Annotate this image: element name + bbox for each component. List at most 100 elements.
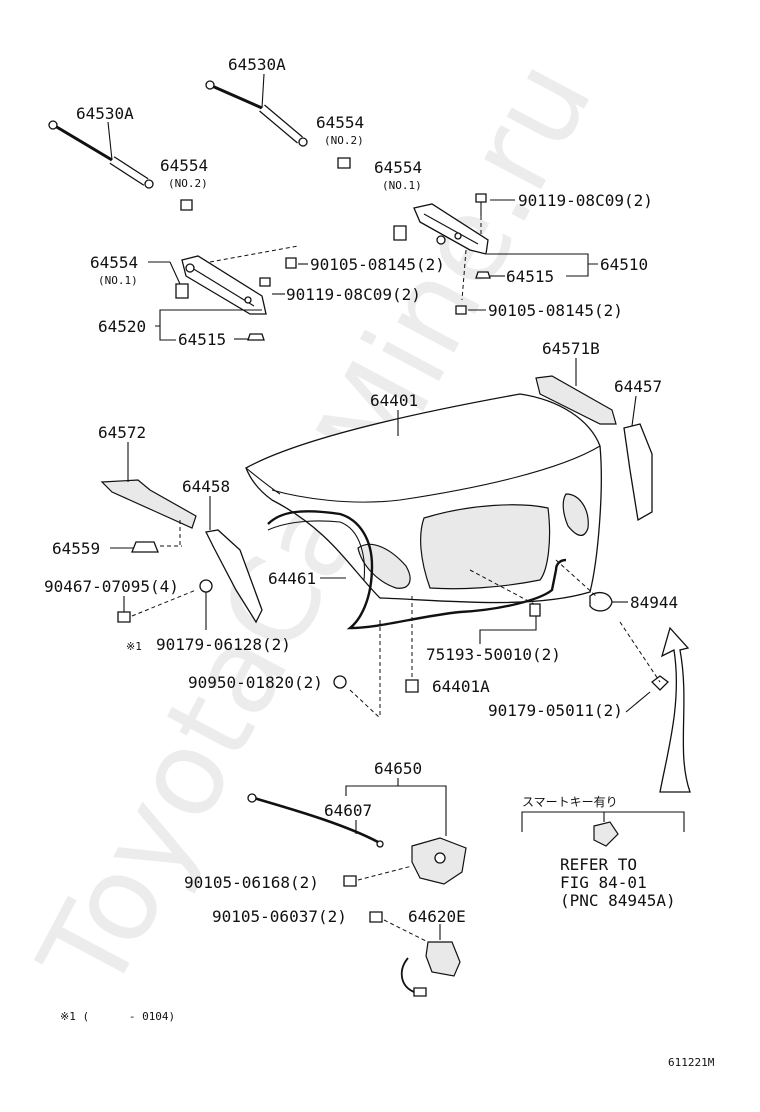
label-64401: 64401 <box>370 391 418 410</box>
label-64520: 64520 <box>98 317 146 336</box>
label-64554-top-sub: (NO.2) <box>324 134 364 147</box>
clip-90179-06128 <box>199 579 213 593</box>
label-64620E: 64620E <box>408 907 466 926</box>
label-84944: 84944 <box>630 593 678 612</box>
label-64554-right: 64554 <box>374 158 422 177</box>
trim-64458 <box>205 529 263 624</box>
weatherstrip-64461-inner <box>267 520 365 581</box>
screw-90467 <box>117 611 131 623</box>
label-refer-1: REFER TO <box>560 855 637 874</box>
dash-hinge-left-top <box>209 245 299 263</box>
sensor-84944 <box>589 591 613 612</box>
label-64510: 64510 <box>600 255 648 274</box>
bolt-90119-right <box>475 193 487 203</box>
lock-64650-pin <box>434 852 446 864</box>
bolt-90105-left <box>285 257 297 269</box>
bumper-64554-lower <box>175 283 189 299</box>
leader-64530A-top <box>261 73 265 109</box>
cable-64607 <box>247 793 384 848</box>
grommet-90179-05011 <box>651 675 669 691</box>
leader-75193 <box>479 616 537 644</box>
label-64607: 64607 <box>324 801 372 820</box>
label-90119-left: 90119-08C09(2) <box>286 285 421 304</box>
label-64515-right: 64515 <box>506 267 554 286</box>
label-90950: 90950-01820(2) <box>188 673 323 692</box>
label-64554-left-sub: (NO.2) <box>168 177 208 190</box>
label-64530A-left: 64530A <box>76 104 134 123</box>
seal-64457 <box>623 423 653 522</box>
dash-90467 <box>131 589 197 617</box>
gas-strut-top <box>205 80 308 147</box>
dash-90105-06037 <box>383 919 429 943</box>
bolt-90119-left <box>259 277 271 287</box>
smart-key-bracket <box>521 811 685 832</box>
bumper-64554-right <box>393 225 407 241</box>
label-75193: 75193-50010(2) <box>426 645 561 664</box>
label-90467: 90467-07095(4) <box>44 577 179 596</box>
label-smart-key: スマートキー有り <box>522 795 618 809</box>
label-64515-left: 64515 <box>178 330 226 349</box>
leader-90179-05011 <box>625 691 651 713</box>
label-64559: 64559 <box>52 539 100 558</box>
label-refer-3: (PNC 84945A) <box>560 891 676 910</box>
label-90105-08145-right: 90105-08145(2) <box>488 301 623 320</box>
smart-key-module <box>593 821 619 847</box>
figure-code: 611221M <box>668 1056 715 1069</box>
footnote: ※1 ( - 0104) <box>60 1010 175 1023</box>
label-64530A-top: 64530A <box>228 55 286 74</box>
bolt-90105-06037 <box>369 911 383 923</box>
label-90119-right: 90119-08C09(2) <box>518 191 653 210</box>
label-64554-left: 64554 <box>160 156 208 175</box>
trunk-lid-64401 <box>245 393 602 604</box>
label-64571B: 64571B <box>542 339 600 358</box>
bumper-64554-top <box>337 157 351 169</box>
washer-64515-left <box>247 333 265 341</box>
bracket-64520 <box>155 309 262 341</box>
garnish-64572 <box>100 479 197 529</box>
weatherstrip-64461 <box>267 510 567 630</box>
label-mark-x1: ※1 <box>126 640 142 653</box>
bumper-64554-left <box>180 199 193 211</box>
label-90179-06128: 90179-06128(2) <box>156 635 291 654</box>
label-64650: 64650 <box>374 759 422 778</box>
label-90105-06037: 90105-06037(2) <box>212 907 347 926</box>
label-64458: 64458 <box>182 477 230 496</box>
bumper-64401A <box>405 679 419 693</box>
leader-64530A-left <box>107 121 113 161</box>
leader-64457 <box>631 395 637 427</box>
label-64401A: 64401A <box>432 677 490 696</box>
hinge-left-64520 <box>181 255 267 315</box>
label-64572: 64572 <box>98 423 146 442</box>
striker-64620E <box>400 941 461 997</box>
dash-90950 <box>349 689 381 719</box>
gas-strut-left <box>48 120 154 189</box>
label-refer-2: FIG 84-01 <box>560 873 647 892</box>
label-64554-top: 64554 <box>316 113 364 132</box>
clip-64559 <box>131 541 159 553</box>
reference-arrow <box>659 626 691 793</box>
dash-90105-06168 <box>357 865 413 881</box>
label-90179-05011: 90179-05011(2) <box>488 701 623 720</box>
leader-64554-lower-2 <box>169 261 181 285</box>
bracket-64650 <box>345 778 447 836</box>
clip-75193 <box>529 603 541 617</box>
dash-hinge-right <box>461 249 467 301</box>
dash-75193 <box>469 569 535 605</box>
label-64554-lower: 64554 <box>90 253 138 272</box>
label-64554-right-sub: (NO.1) <box>382 179 422 192</box>
label-90105-06168: 90105-06168(2) <box>184 873 319 892</box>
label-64554-lower-sub: (NO.1) <box>98 274 138 287</box>
grommet-90950 <box>333 675 347 689</box>
hinge-right-64510 <box>413 203 489 255</box>
label-64461: 64461 <box>268 569 316 588</box>
label-64457: 64457 <box>614 377 662 396</box>
bracket-64510 <box>487 253 598 277</box>
dash-90179-05011 <box>619 621 661 683</box>
bolt-90105-right <box>455 305 467 315</box>
washer-64515-right <box>475 271 491 279</box>
label-90105-08145-left: 90105-08145(2) <box>310 255 445 274</box>
bolt-90105-06168 <box>343 875 357 887</box>
seal-64571B <box>535 375 617 425</box>
dash-84944 <box>555 559 597 597</box>
